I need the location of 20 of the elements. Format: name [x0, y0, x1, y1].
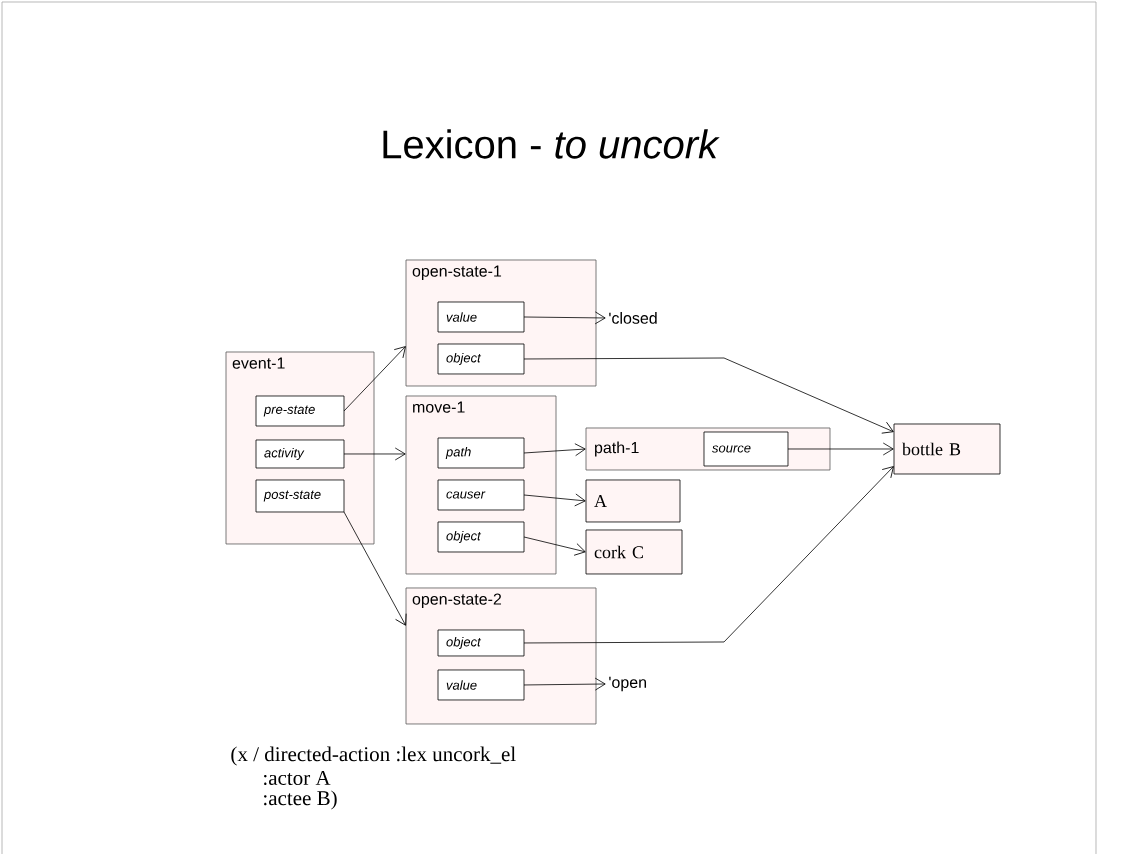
arrow	[343, 447, 406, 461]
arrow	[523, 677, 606, 691]
arrow	[523, 493, 586, 507]
value-box: A	[585, 479, 681, 523]
code-line: (x / directed-action :lex uncork_el	[231, 746, 516, 766]
title: Lexicon - to uncork	[383, 129, 720, 159]
value-box: cork C	[585, 529, 683, 575]
arrow	[523, 536, 586, 556]
arrow	[787, 442, 894, 456]
arrow	[343, 511, 407, 626]
value-text: 'open	[609, 676, 646, 692]
value-text: 'closed	[609, 312, 657, 324]
arrow	[343, 346, 406, 412]
arrow	[523, 466, 894, 644]
arrow	[523, 443, 586, 457]
arrow	[523, 311, 606, 325]
value-box: bottle B	[893, 423, 1001, 475]
arrow	[523, 357, 894, 434]
code-line: :actee B)	[264, 790, 337, 810]
code-line: :actor A	[264, 770, 331, 786]
